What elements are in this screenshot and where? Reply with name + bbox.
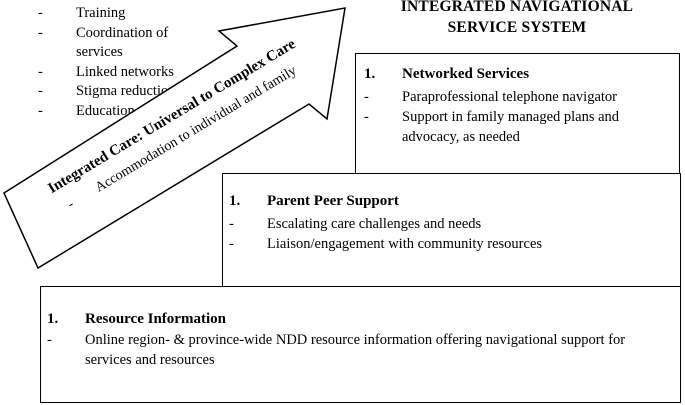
box-item: - Online region- & province-wide NDD res… [47, 330, 647, 370]
list-item-text: Linked networks [76, 63, 174, 80]
bullet-dash: - [364, 89, 369, 105]
box-item-text: Liaison/engagement with community resour… [267, 236, 543, 252]
bullet-dash: - [38, 24, 43, 41]
box-title: Parent Peer Support [267, 193, 399, 209]
diagram-title: INTEGRATED NAVIGATIONAL SERVICE SYSTEM [352, 0, 682, 38]
box-item: - Support in family managed plans and ad… [364, 107, 664, 147]
box-item-text: Escalating care challenges and needs [267, 216, 482, 232]
box-number: 1. [229, 193, 241, 209]
box-number: 1. [364, 66, 376, 82]
bullet-dash: - [38, 5, 43, 21]
arrow-shape [3, 7, 346, 270]
list-item-text: Education [76, 102, 135, 119]
bullet-dash: - [38, 63, 43, 80]
box-title: Networked Services [402, 66, 530, 82]
diagram-title-line: SERVICE SYSTEM [447, 19, 587, 36]
bullet-dash: - [38, 102, 43, 119]
bullet-dash: - [38, 83, 43, 99]
box-heading: 1. Parent Peer Support [229, 191, 399, 211]
box-item: - Liaison/engagement with community reso… [229, 234, 649, 254]
list-item-text: services [76, 44, 123, 60]
box-number: 1. [47, 311, 59, 327]
list-item-text: Coordination of [76, 24, 169, 41]
networked-services-box: 1. Networked Services - Paraprofessional … [355, 53, 680, 174]
box-title: Resource Information [85, 311, 226, 327]
list-item: - Coordination of [38, 24, 175, 44]
box-item-text: Paraprofessional telephone navigator [402, 89, 618, 105]
parent-peer-support-box: 1. Parent Peer Support - Escalating care … [222, 173, 681, 287]
top-left-list: - Training - Coordination of services - Lin… [38, 4, 175, 121]
bullet-dash: - [229, 236, 234, 252]
box-item-text: Online region- & province-wide NDD resou… [85, 332, 626, 368]
list-item: - Education [38, 102, 175, 122]
bullet-dash: - [229, 216, 234, 232]
bullet-dash: - [47, 332, 52, 348]
box-heading: 1. Networked Services [364, 64, 529, 84]
bullet-dash: - [364, 109, 369, 125]
list-item-text: Training [76, 5, 126, 21]
list-item-text: Stigma reduction [76, 83, 176, 99]
list-item: - Stigma reduction [38, 82, 175, 102]
list-item-continuation: services [38, 43, 175, 63]
resource-information-box: 1. Resource Information - Online region- … [40, 286, 681, 403]
box-item: - Escalating care challenges and needs [229, 214, 649, 234]
diagram-title-line: INTEGRATED NAVIGATIONAL [400, 0, 634, 15]
box-heading: 1. Resource Information [47, 309, 226, 329]
box-item-text: Support in family managed plans and advo… [402, 109, 620, 145]
list-item: - Linked networks [38, 63, 175, 83]
list-item: - Training [38, 4, 175, 24]
box-item: - Paraprofessional telephone navigator [364, 87, 664, 107]
